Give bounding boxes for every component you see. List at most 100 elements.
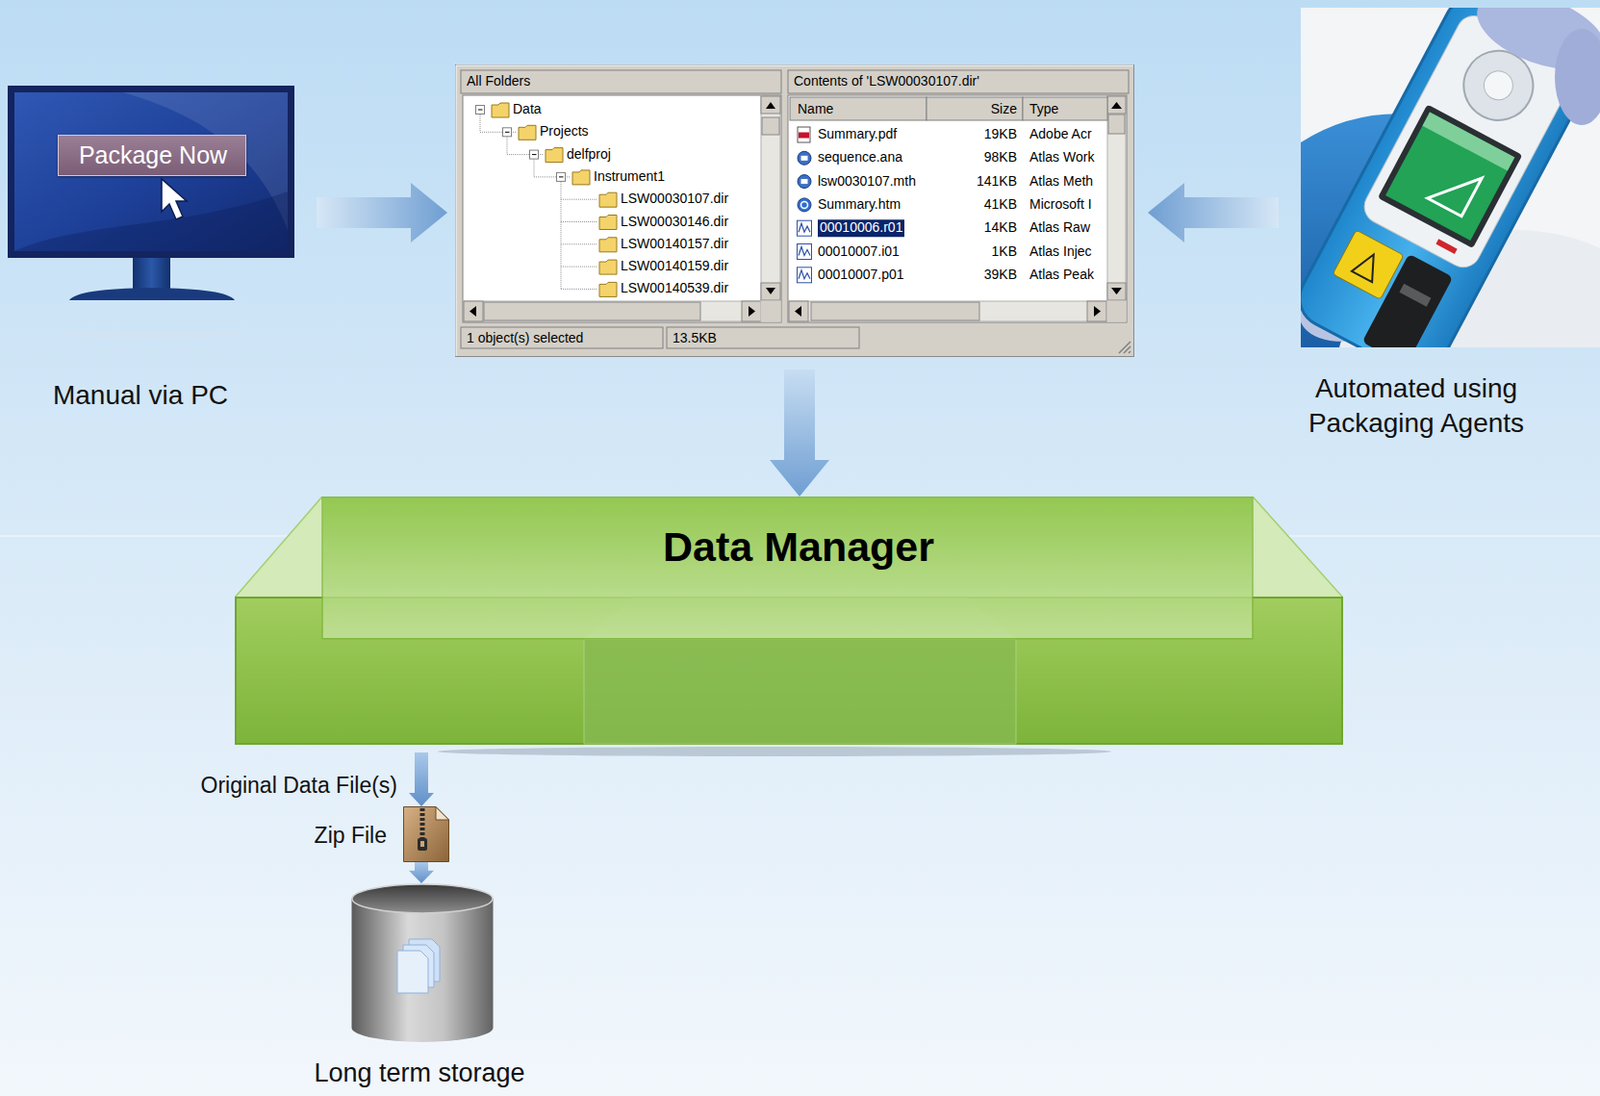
decor-line xyxy=(507,136,508,154)
text-holder: 14KB xyxy=(984,219,1017,237)
text-holder: LSW00140157.dir xyxy=(620,235,729,254)
decor-rect xyxy=(14,92,288,252)
text-holder: Contents of 'LSW00030107.dir' xyxy=(793,73,980,91)
table-cell: Atlas Injec xyxy=(1029,243,1093,261)
button-label: Package Now xyxy=(78,140,228,171)
decor-path xyxy=(599,192,617,207)
decor-path xyxy=(14,191,288,252)
decor-rect xyxy=(1377,103,1524,249)
decor-path xyxy=(352,898,494,1042)
decor-circle xyxy=(797,198,812,212)
decor-line xyxy=(480,114,482,132)
decor-circle xyxy=(797,151,812,165)
tree-item: LSW00030146.dir xyxy=(620,213,729,231)
decor-path xyxy=(518,125,536,140)
table-cell: Atlas Work xyxy=(1029,150,1094,168)
decor-path xyxy=(794,305,802,317)
decor-rect xyxy=(476,105,485,115)
table-cell: 00010007.i01 xyxy=(817,243,900,261)
decor-ellipse xyxy=(352,884,493,914)
decor-path xyxy=(599,215,617,230)
decor-rect xyxy=(1107,96,1126,301)
decor-rect xyxy=(1108,114,1125,134)
decor-rect xyxy=(666,327,860,349)
table-cell: 39KB xyxy=(984,266,1017,284)
decor-line xyxy=(478,109,483,111)
decor-line xyxy=(560,199,598,201)
decor-line xyxy=(456,65,1134,67)
table-cell: Adobe Acr xyxy=(1029,126,1093,144)
decor-path xyxy=(397,950,429,993)
flow-arrow xyxy=(769,369,830,497)
decor-rect xyxy=(483,302,701,321)
decor-line xyxy=(532,153,537,155)
decor-polygon xyxy=(161,178,187,220)
decor-rect xyxy=(741,301,762,322)
text-holder: LSW00140539.dir xyxy=(620,280,729,299)
text-holder: lsw0030107.mth xyxy=(817,173,916,191)
decor-circle xyxy=(1478,66,1519,106)
decor-path xyxy=(748,305,756,317)
button: Package Now xyxy=(57,134,247,177)
decor-rect xyxy=(801,155,808,160)
caption: Automated using Packaging Agents xyxy=(1281,371,1551,442)
text-holder: Microsoft I xyxy=(1029,196,1093,214)
table-cell: Summary.pdf xyxy=(817,126,897,144)
decor-rect xyxy=(1385,112,1515,241)
status-text: 1 object(s) selected xyxy=(466,330,584,348)
table-cell: Summary.htm xyxy=(817,196,901,214)
text-holder: LSW00140159.dir xyxy=(620,257,729,276)
pane-title: All Folders xyxy=(466,73,531,91)
decor-line xyxy=(560,221,598,223)
caption: Zip File xyxy=(314,821,387,850)
caption: Manual via PC xyxy=(52,378,229,412)
decor-path xyxy=(1111,287,1122,295)
decor-path xyxy=(599,259,617,275)
device-photo-node: Automated using Packaging Agents xyxy=(1300,7,1600,348)
decor-path xyxy=(1111,101,1122,109)
tree-item: Projects xyxy=(539,124,589,142)
tree-item: LSW00140159.dir xyxy=(620,257,729,276)
text-holder: 41KB xyxy=(984,196,1017,214)
table-cell: 1KB xyxy=(991,243,1017,261)
decor-path xyxy=(765,287,776,295)
decor-rect xyxy=(322,497,1253,639)
decor-rect xyxy=(761,96,781,301)
decor-rect xyxy=(530,150,539,159)
monitor-screen: Manual via PCPackage Now xyxy=(7,85,295,258)
text-holder: All Folders xyxy=(466,73,531,91)
monitor-neck xyxy=(132,257,171,291)
storage-cylinder: Long term storage xyxy=(351,883,494,1043)
decor-path xyxy=(545,148,563,163)
decor-rect xyxy=(584,638,1016,744)
decor-path xyxy=(765,101,776,109)
text-holder: sequence.ana xyxy=(817,150,903,168)
decor-rect xyxy=(811,302,980,321)
text-holder: Size xyxy=(990,101,1017,119)
text-holder: Package Now xyxy=(78,140,228,171)
tree-item: LSW00140157.dir xyxy=(620,235,729,254)
decor-line xyxy=(560,288,598,290)
decor-rect xyxy=(7,85,295,258)
table-cell: Atlas Peak xyxy=(1029,266,1094,284)
decor-line xyxy=(420,808,426,839)
decor-rect xyxy=(799,132,810,138)
storage-cylinder-shape xyxy=(351,883,494,1043)
decor-rect xyxy=(788,301,809,322)
box-shadow xyxy=(437,746,1112,757)
flow-arrow xyxy=(408,862,434,884)
decor-rect xyxy=(761,117,780,135)
table-cell: 41KB xyxy=(984,196,1017,214)
text-holder: delfproj xyxy=(566,146,611,164)
text-holder: 141KB xyxy=(976,173,1017,191)
text-holder: 39KB xyxy=(984,266,1017,284)
decor-line xyxy=(560,243,598,245)
text-holder: Data Manager xyxy=(662,521,935,574)
decor-rect xyxy=(797,126,811,143)
decor-path xyxy=(1118,341,1131,354)
text-holder: Atlas Meth xyxy=(1029,173,1093,191)
device-photo xyxy=(1300,7,1600,348)
decor-rect xyxy=(1435,238,1457,254)
